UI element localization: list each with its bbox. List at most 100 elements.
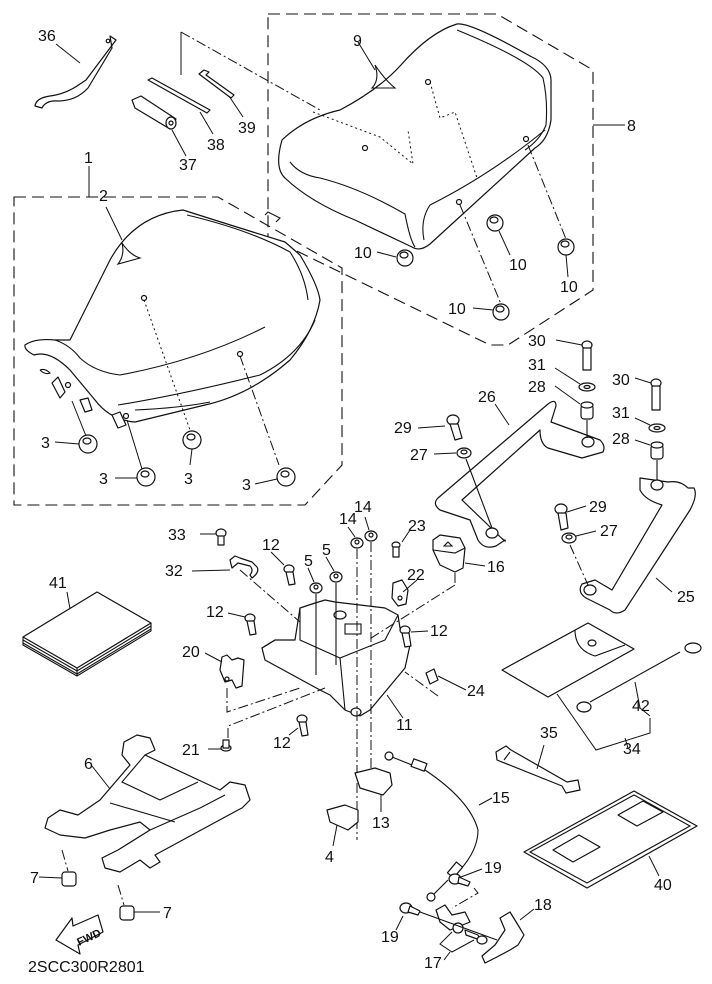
- callout-28[interactable]: 28: [612, 431, 630, 448]
- callout-33[interactable]: 33: [168, 527, 186, 544]
- callout-32[interactable]: 32: [165, 563, 183, 580]
- callout-7[interactable]: 7: [30, 870, 39, 887]
- damper-part-10[interactable]: [486, 214, 504, 232]
- bracket-part-13[interactable]: [354, 767, 393, 796]
- callout-20[interactable]: 20: [182, 644, 200, 661]
- callout-27[interactable]: 27: [600, 523, 618, 540]
- callout-4[interactable]: 4: [325, 849, 334, 866]
- band-part-35[interactable]: [495, 745, 581, 794]
- callout-15[interactable]: 15: [492, 790, 510, 807]
- callout-41[interactable]: 41: [49, 575, 67, 592]
- washer-part-31[interactable]: [578, 382, 596, 392]
- callout-10[interactable]: 10: [560, 279, 578, 296]
- screwdriver-part-38[interactable]: [147, 77, 211, 114]
- callout-3[interactable]: 3: [99, 471, 108, 488]
- grommet-part-27[interactable]: [561, 532, 577, 544]
- callout-12[interactable]: 12: [262, 537, 280, 554]
- callout-2[interactable]: 2: [99, 188, 108, 205]
- screw-part-19[interactable]: [399, 902, 421, 916]
- bolt-part-21[interactable]: [220, 739, 232, 752]
- nut-part-14[interactable]: [350, 537, 364, 549]
- callout-31[interactable]: 31: [528, 357, 546, 374]
- cover-part-16[interactable]: [432, 534, 466, 573]
- screw-part-23[interactable]: [391, 541, 401, 558]
- callout-19[interactable]: 19: [484, 860, 502, 877]
- callout-38[interactable]: 38: [207, 137, 225, 154]
- hex-wrench-part-39[interactable]: [198, 69, 235, 99]
- callout-21[interactable]: 21: [182, 742, 200, 759]
- callout-29[interactable]: 29: [394, 420, 412, 437]
- helmet-wire-part-42[interactable]: [576, 642, 702, 713]
- extension-part-37[interactable]: [131, 95, 177, 130]
- damper-part-10[interactable]: [492, 303, 510, 321]
- tool-bag-part-40[interactable]: [523, 790, 698, 889]
- wrench-part-36[interactable]: [34, 35, 117, 109]
- bolt-part-29[interactable]: [446, 414, 463, 441]
- grab-bar-right-part-25[interactable]: [579, 477, 696, 614]
- clamp-part-22[interactable]: [391, 579, 409, 607]
- callout-23[interactable]: 23: [408, 518, 426, 535]
- callout-12[interactable]: 12: [273, 735, 291, 752]
- callout-19[interactable]: 19: [381, 929, 399, 946]
- callout-27[interactable]: 27: [410, 447, 428, 464]
- bolt-part-30[interactable]: [581, 340, 593, 371]
- bolt-part-12[interactable]: [244, 613, 257, 636]
- callout-22[interactable]: 22: [407, 567, 425, 584]
- damper-part-24[interactable]: [425, 668, 439, 685]
- damper-part-10[interactable]: [396, 249, 414, 267]
- callout-9[interactable]: 9: [353, 33, 362, 50]
- nut-part-14[interactable]: [364, 530, 378, 542]
- pouch-part-34[interactable]: [501, 622, 635, 698]
- damper-part-3[interactable]: [276, 467, 296, 487]
- bolt-part-29[interactable]: [554, 503, 569, 531]
- callout-6[interactable]: 6: [84, 756, 93, 773]
- callout-10[interactable]: 10: [354, 245, 372, 262]
- callout-7[interactable]: 7: [163, 905, 172, 922]
- damper-part-3[interactable]: [136, 467, 156, 487]
- callout-10[interactable]: 10: [509, 257, 527, 274]
- callout-11[interactable]: 11: [396, 717, 413, 734]
- callout-3[interactable]: 3: [184, 471, 193, 488]
- damper-part-3[interactable]: [78, 434, 98, 454]
- rider-seat-part-2[interactable]: [24, 209, 321, 429]
- callout-8[interactable]: 8: [627, 118, 636, 135]
- damper-part-3[interactable]: [182, 430, 202, 450]
- grab-bar-left-part-26[interactable]: [434, 400, 605, 548]
- bolt-part-33[interactable]: [215, 528, 227, 546]
- lock-set-part-17[interactable]: [435, 904, 488, 945]
- callout-30[interactable]: 30: [528, 333, 546, 350]
- hook-part-32[interactable]: [229, 555, 259, 579]
- callout-13[interactable]: 13: [372, 815, 390, 832]
- callout-26[interactable]: 26: [478, 389, 496, 406]
- damper-part-7[interactable]: [119, 905, 135, 921]
- collar-part-28[interactable]: [650, 441, 664, 460]
- callout-17[interactable]: 17: [424, 955, 442, 972]
- callout-3[interactable]: 3: [242, 477, 251, 494]
- bolt-part-12[interactable]: [283, 564, 296, 586]
- bolt-part-30[interactable]: [650, 378, 662, 411]
- callout-24[interactable]: 24: [467, 683, 485, 700]
- damper-part-10[interactable]: [557, 238, 575, 256]
- callout-5[interactable]: 5: [322, 542, 331, 559]
- collar-part-28[interactable]: [580, 401, 594, 420]
- callout-31[interactable]: 31: [612, 405, 630, 422]
- callout-12[interactable]: 12: [430, 623, 448, 640]
- holder-part-20[interactable]: [219, 654, 245, 689]
- passenger-seat-part-9[interactable]: [278, 23, 552, 250]
- bolt-part-12[interactable]: [296, 714, 309, 737]
- callout-18[interactable]: 18: [534, 897, 552, 914]
- callout-14[interactable]: 14: [354, 499, 372, 516]
- callout-34[interactable]: 34: [623, 741, 641, 758]
- callout-29[interactable]: 29: [589, 499, 607, 516]
- callout-40[interactable]: 40: [654, 877, 672, 894]
- screw-part-19[interactable]: [448, 873, 471, 887]
- nut-part-5[interactable]: [309, 582, 323, 594]
- callout-36[interactable]: 36: [38, 28, 56, 45]
- callout-39[interactable]: 39: [238, 120, 256, 137]
- callout-35[interactable]: 35: [540, 725, 558, 742]
- callout-14[interactable]: 14: [339, 511, 357, 528]
- seat-base-frame-part-6[interactable]: [44, 734, 251, 873]
- callout-3[interactable]: 3: [41, 435, 50, 452]
- washer-part-31[interactable]: [648, 423, 666, 433]
- callout-16[interactable]: 16: [487, 559, 505, 576]
